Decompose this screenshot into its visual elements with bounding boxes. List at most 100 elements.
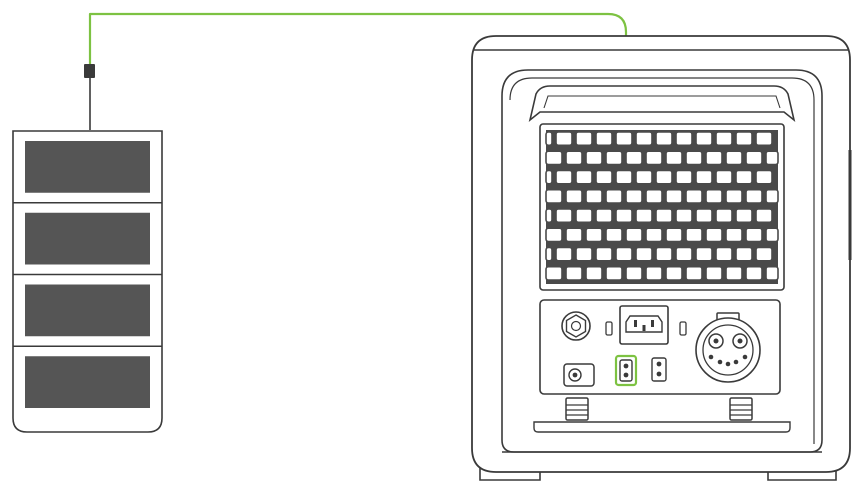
ventilation-slot bbox=[725, 265, 743, 281]
ventilation-slot bbox=[765, 227, 779, 243]
ventilation-slot bbox=[655, 208, 673, 224]
ventilation-slot bbox=[625, 227, 643, 243]
ventilation-slot bbox=[725, 150, 743, 166]
ventilation-slot bbox=[755, 131, 773, 147]
solar-panel bbox=[12, 64, 163, 433]
solar-panel-cell bbox=[25, 356, 150, 408]
ventilation-slot bbox=[545, 188, 563, 204]
ventilation-slot bbox=[665, 188, 683, 204]
ac-outlet-icon bbox=[619, 305, 669, 345]
ventilation-slot bbox=[545, 169, 553, 185]
ventilation-slot bbox=[635, 169, 653, 185]
ventilation-slot bbox=[745, 227, 763, 243]
ventilation-slot bbox=[595, 169, 613, 185]
ventilation-slot bbox=[615, 169, 633, 185]
ventilation-slot bbox=[685, 150, 703, 166]
ventilation-slot bbox=[715, 246, 733, 262]
ventilation-slot bbox=[735, 131, 753, 147]
ventilation-slot bbox=[575, 169, 593, 185]
ventilation-slot bbox=[545, 150, 563, 166]
ventilation-slot bbox=[585, 150, 603, 166]
ventilation-slot bbox=[665, 227, 683, 243]
ventilation-slot bbox=[635, 208, 653, 224]
ventilation-slot bbox=[765, 150, 779, 166]
ventilation-slot bbox=[705, 188, 723, 204]
ventilation-slot bbox=[685, 265, 703, 281]
ventilation-slot bbox=[575, 131, 593, 147]
ventilation-slot bbox=[545, 227, 563, 243]
ev-charging-port-icon bbox=[695, 312, 761, 383]
ventilation-slot bbox=[585, 265, 603, 281]
ventilation-slot bbox=[545, 208, 553, 224]
solar-connector-plug bbox=[84, 64, 95, 78]
indicator-slot-right bbox=[679, 321, 687, 336]
grounding-screw bbox=[561, 311, 591, 341]
ventilation-slot bbox=[615, 208, 633, 224]
ventilation-slot bbox=[595, 208, 613, 224]
ventilation-slot bbox=[625, 150, 643, 166]
power-station-inner-shell-2 bbox=[509, 77, 815, 444]
ventilation-slot bbox=[655, 246, 673, 262]
power-station-foot-right bbox=[767, 468, 837, 481]
solar-panel-cell bbox=[25, 141, 150, 193]
ventilation-slot bbox=[735, 169, 753, 185]
ventilation-slot bbox=[765, 188, 779, 204]
ventilation-slot bbox=[555, 131, 573, 147]
ventilation-slot bbox=[585, 227, 603, 243]
ventilation-slot bbox=[615, 246, 633, 262]
bottom-trim bbox=[533, 421, 791, 433]
ventilation-slot bbox=[675, 208, 693, 224]
ventilation-slot bbox=[665, 150, 683, 166]
ventilation-slot bbox=[665, 265, 683, 281]
ventilation-slot bbox=[565, 265, 583, 281]
power-station-handle-inner bbox=[543, 95, 781, 109]
power-station-foot-left bbox=[479, 468, 541, 481]
ventilation-slot bbox=[605, 188, 623, 204]
power-station bbox=[471, 35, 852, 481]
ventilation-slot bbox=[615, 131, 633, 147]
ventilation-slot bbox=[555, 246, 573, 262]
ventilation-slot bbox=[645, 150, 663, 166]
ventilation-slot bbox=[545, 131, 553, 147]
ventilation-slot bbox=[595, 246, 613, 262]
ventilation-slot bbox=[585, 188, 603, 204]
ventilation-slot bbox=[635, 131, 653, 147]
ventilation-slot bbox=[745, 265, 763, 281]
ventilation-slot bbox=[745, 188, 763, 204]
ventilation-slot bbox=[705, 150, 723, 166]
ventilation-slot bbox=[645, 265, 663, 281]
ventilation-slot bbox=[735, 208, 753, 224]
ventilation-slot bbox=[675, 131, 693, 147]
ventilation-slot bbox=[675, 169, 693, 185]
ventilation-slot bbox=[695, 208, 713, 224]
ventilation-slot bbox=[605, 150, 623, 166]
ventilation-slot bbox=[605, 227, 623, 243]
power-station-handle bbox=[528, 85, 796, 123]
ventilation-slot bbox=[715, 208, 733, 224]
ventilation-slot bbox=[565, 188, 583, 204]
ventilation-slot bbox=[695, 169, 713, 185]
ventilation-slot bbox=[705, 265, 723, 281]
solar-panel-cell bbox=[25, 284, 150, 337]
ventilation-slot bbox=[595, 131, 613, 147]
secondary-input-port bbox=[651, 357, 667, 382]
solar-panel-cells bbox=[13, 141, 162, 408]
ventilation-slot bbox=[725, 227, 743, 243]
solar-cable-highlight bbox=[88, 12, 628, 368]
ventilation-slot bbox=[565, 150, 583, 166]
ventilation-slot bbox=[625, 188, 643, 204]
ventilation-slot bbox=[755, 169, 773, 185]
ventilation-slot bbox=[705, 227, 723, 243]
ventilation-slot bbox=[715, 169, 733, 185]
ventilation-slot bbox=[695, 131, 713, 147]
latch-right bbox=[729, 397, 753, 421]
ventilation-slot bbox=[565, 227, 583, 243]
ventilation-slot bbox=[685, 227, 703, 243]
ventilation-slot bbox=[555, 169, 573, 185]
ventilation-slot bbox=[655, 169, 673, 185]
ventilation-slot bbox=[695, 246, 713, 262]
ventilation-slot bbox=[645, 188, 663, 204]
dc-input-port bbox=[563, 363, 595, 387]
ventilation-slot bbox=[715, 131, 733, 147]
